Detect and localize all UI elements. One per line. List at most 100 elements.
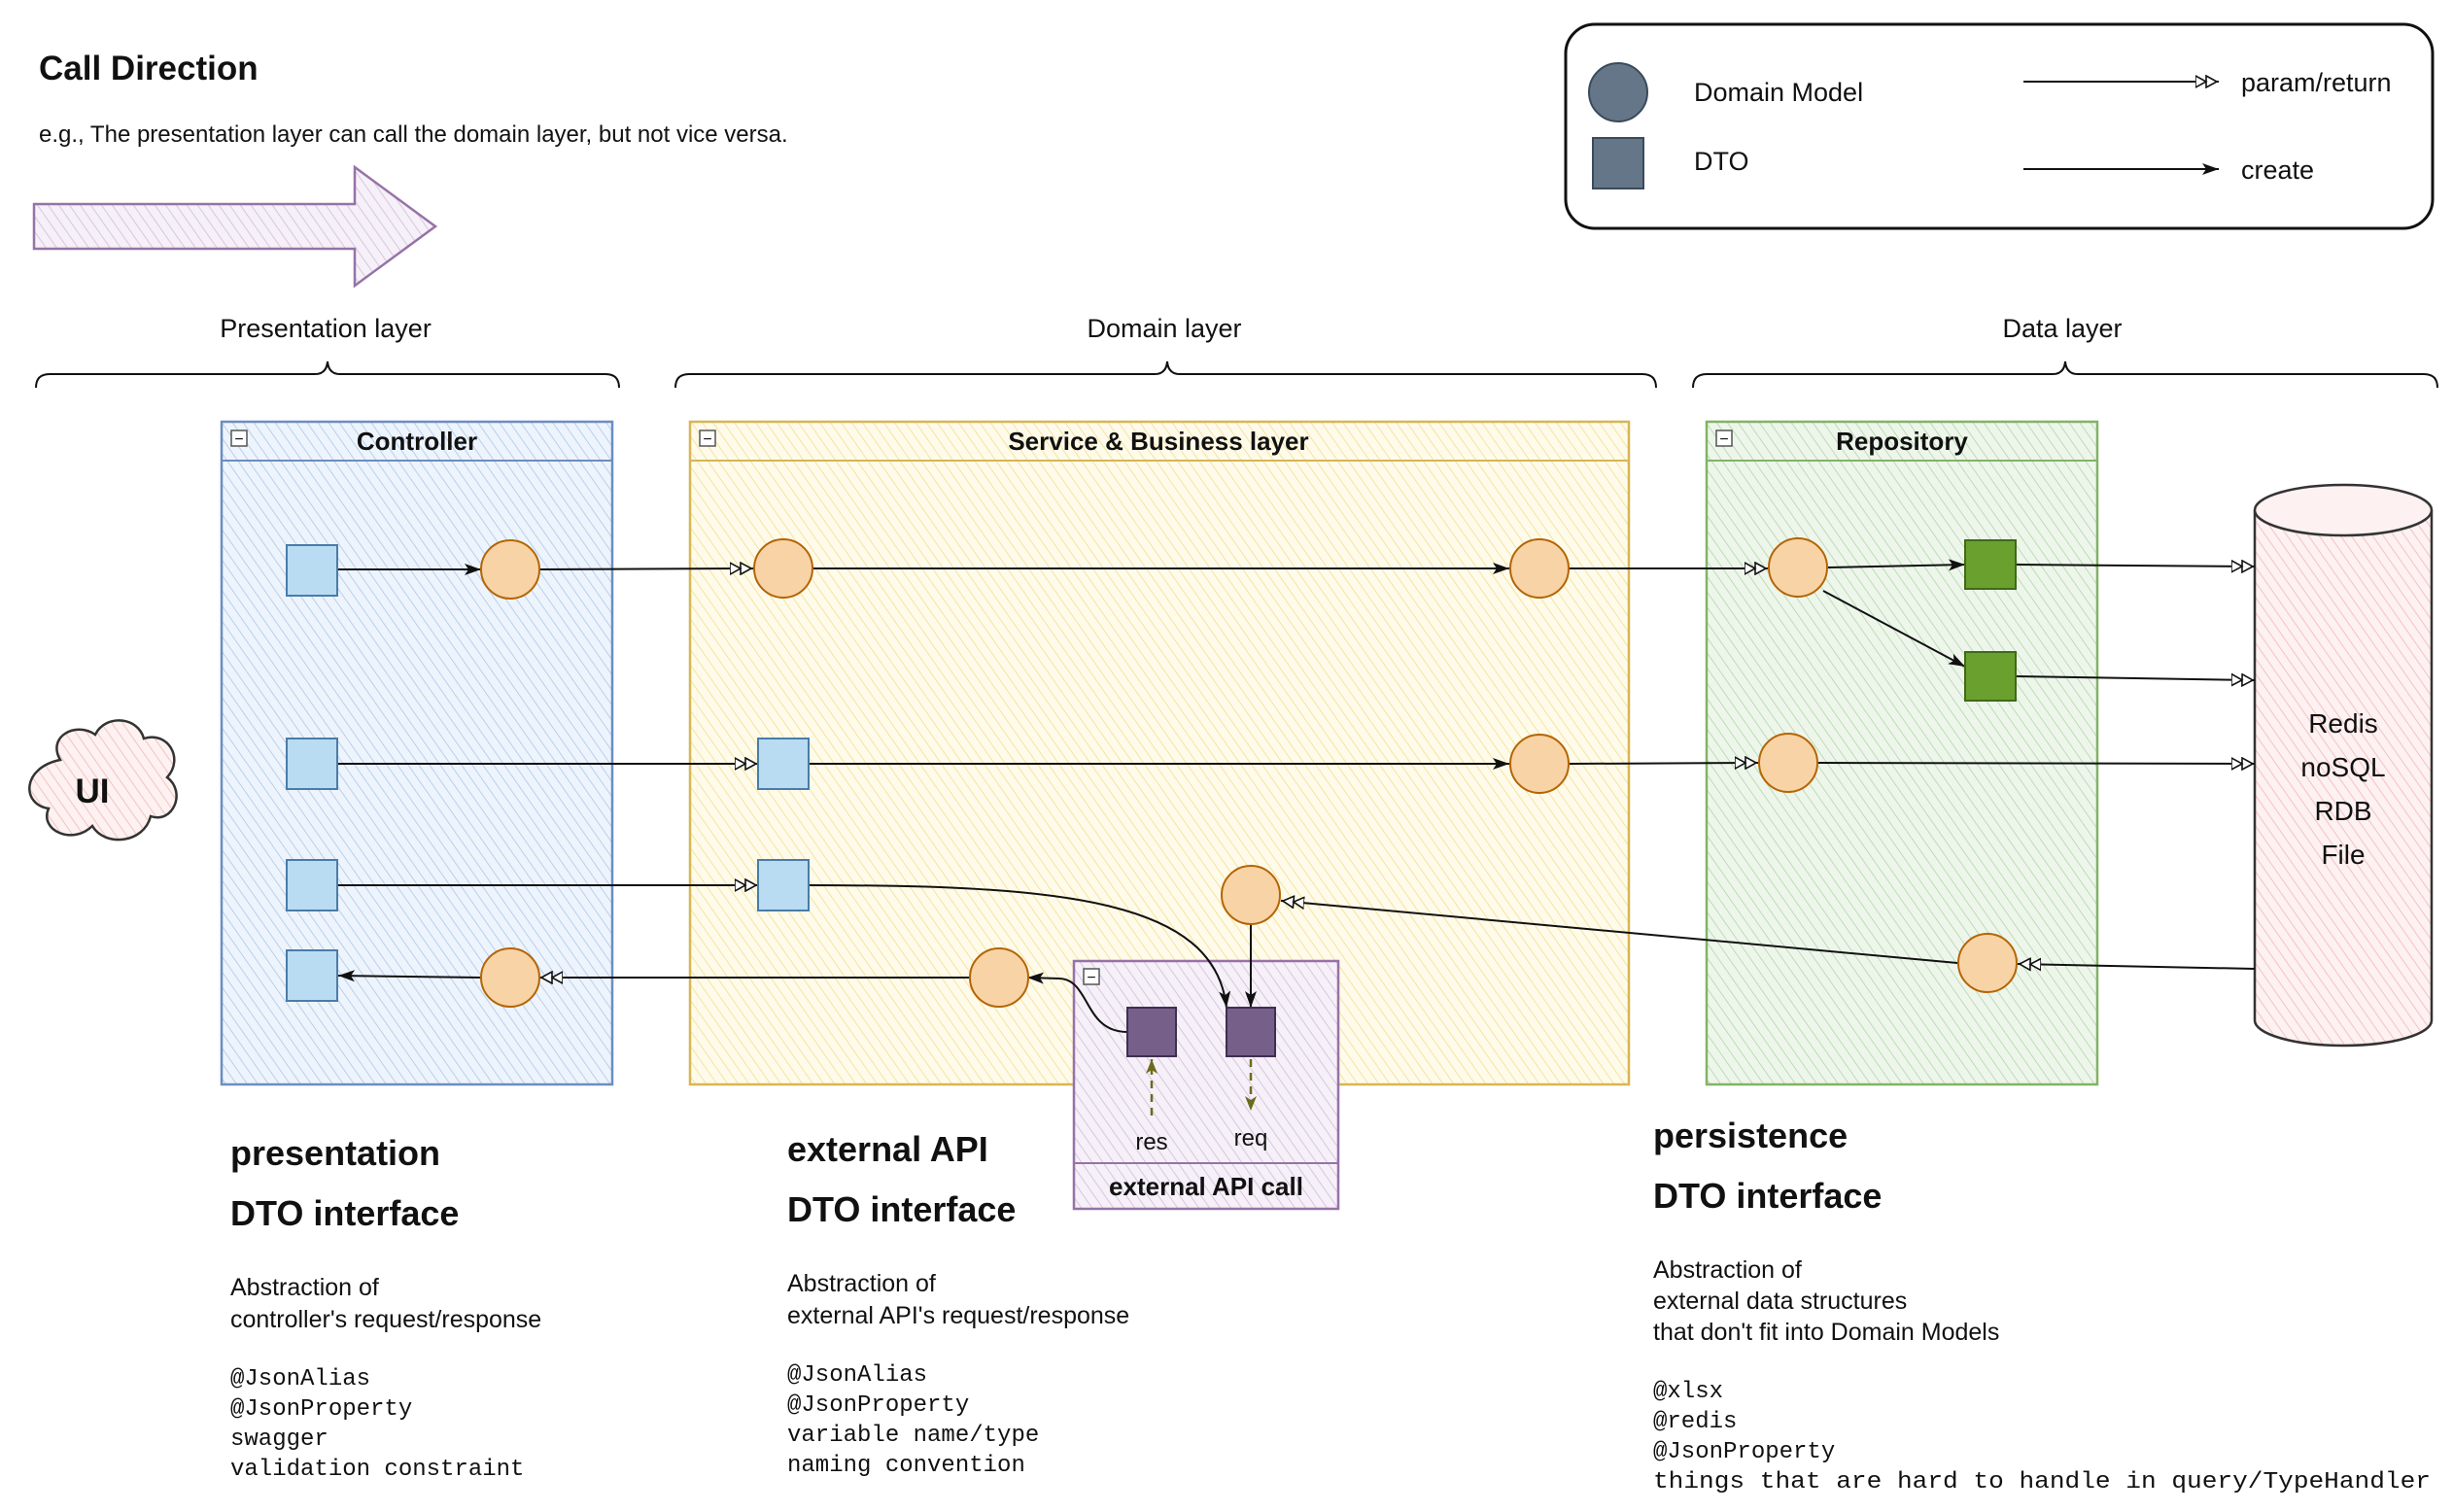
connector-g2-to-storage (2015, 676, 2256, 680)
call-direction-title: Call Direction (39, 50, 259, 87)
connector-r1-to-g2 (1822, 590, 1966, 668)
dto-legend-icon (1592, 137, 1644, 189)
storage-redis-label: Redis (2308, 708, 2378, 739)
external-api-req-dto[interactable] (1226, 1007, 1276, 1057)
persistence-note-code-3: @JsonProperty (1653, 1439, 1835, 1465)
call-direction-section: Call Direction e.g., The presentation la… (32, 50, 788, 289)
controller-request-dto-2[interactable] (286, 738, 338, 790)
service-domain-model-2[interactable] (1509, 538, 1570, 599)
controller-domain-model-1[interactable] (480, 539, 540, 600)
external-api-call-container: − external API call (1072, 959, 1340, 1211)
persistence-note-code-2: @redis (1653, 1409, 1737, 1435)
external-api-collapse-glyph: − (1087, 970, 1095, 986)
presentation-note-code-3: swagger (230, 1426, 328, 1453)
service-title: Service & Business layer (1008, 427, 1308, 456)
external-api-note-title-1: external API (787, 1129, 988, 1169)
ui-cloud: UI (28, 719, 178, 842)
repository-collapse-glyph: − (1719, 431, 1728, 448)
connector-s4-to-r2 (1569, 763, 1759, 764)
cylinder-top (2253, 483, 2434, 537)
external-api-req-label: req (1234, 1125, 1268, 1151)
legend-dto-label: DTO (1694, 147, 1749, 176)
repository-collapse-icon[interactable] (1715, 430, 1733, 447)
presentation-dto-note: presentation DTO interface Abstraction o… (230, 1133, 541, 1483)
presentation-note-code-1: @JsonAlias (230, 1366, 370, 1392)
service-dto-1[interactable] (757, 738, 810, 790)
external-api-note-code-4: naming convention (787, 1453, 1025, 1479)
external-api-res-dto[interactable] (1126, 1007, 1177, 1057)
presentation-note-desc-2: controller's request/response (230, 1306, 541, 1333)
legend-box (1564, 22, 2435, 230)
external-api-note-title-2: DTO interface (787, 1189, 1016, 1229)
storage-cylinder[interactable]: Redis noSQL RDB File (2253, 483, 2434, 1048)
connector-r2-to-storage (1817, 763, 2256, 764)
persistence-note-desc-2: external data structures (1653, 1288, 1907, 1315)
external-api-note-code-3: variable name/type (787, 1423, 1039, 1449)
repository-title: Repository (1836, 427, 1968, 456)
controller-domain-model-2[interactable] (480, 947, 540, 1008)
storage-nosql-label: noSQL (2300, 752, 2385, 782)
service-domain-model-1[interactable] (753, 538, 813, 599)
call-direction-subtitle: e.g., The presentation layer can call th… (39, 121, 788, 148)
controller-request-dto-3[interactable] (286, 859, 338, 911)
layer-headers: Presentation layer Domain layer Data lay… (35, 314, 2438, 389)
persistence-note-desc-1: Abstraction of (1653, 1256, 1802, 1284)
nodes: res req (286, 537, 2018, 1155)
storage-rdb-label: RDB (2314, 796, 2371, 826)
controller-response-dto[interactable] (286, 949, 338, 1002)
controller-collapse-glyph: − (234, 431, 243, 448)
service-domain-model-3[interactable] (1509, 734, 1570, 794)
storage-file-label: File (2321, 840, 2365, 870)
repository-domain-model-2[interactable] (1758, 733, 1818, 793)
repository-domain-model-3[interactable] (1957, 933, 2018, 993)
service-domain-model-5[interactable] (969, 947, 1029, 1008)
persistence-note-desc-3: that don't fit into Domain Models (1653, 1319, 1999, 1346)
legend-domain-model-label: Domain Model (1694, 78, 1863, 107)
legend: Domain Model DTO param/return create (1564, 22, 2435, 230)
repository-domain-model-1[interactable] (1768, 537, 1828, 598)
connector-c6-to-c5 (337, 970, 482, 982)
domain-model-legend-icon (1588, 62, 1648, 122)
domain-layer-label: Domain layer (1087, 314, 1241, 343)
connector-storage-to-r3 (2017, 964, 2256, 969)
external-api-note-code-1: @JsonAlias (787, 1362, 927, 1389)
presentation-layer-brace (35, 361, 620, 389)
presentation-layer-label: Presentation layer (220, 314, 432, 343)
presentation-note-code-4: validation constraint (230, 1457, 524, 1483)
persistence-dto-note: persistence DTO interface Abstraction of… (1653, 1116, 2431, 1495)
service-collapse-icon[interactable] (699, 430, 716, 447)
connector-r1-to-g1 (1827, 559, 1966, 571)
external-api-call-title: external API call (1109, 1172, 1303, 1201)
connector-c2-to-s1 (538, 568, 754, 569)
persistence-note-title-2: DTO interface (1653, 1176, 1882, 1216)
legend-create-label: create (2241, 155, 2314, 185)
connector-s5-to-req (808, 884, 1231, 1009)
service-dto-2[interactable] (757, 859, 810, 911)
legend-param-return-label: param/return (2241, 68, 2392, 97)
connector-r3-to-s6 (1280, 901, 1958, 964)
data-layer-label: Data layer (2002, 314, 2122, 343)
persistence-note-code-4: things that are hard to handle in query/… (1653, 1469, 2431, 1495)
controller-collapse-icon[interactable] (230, 430, 248, 447)
external-api-dto-note: external API DTO interface Abstraction o… (787, 1129, 1129, 1479)
connector-g1-to-storage (2015, 565, 2256, 567)
cylinder-icon (2253, 510, 2434, 1048)
service-collapse-glyph: − (703, 431, 711, 448)
cloud-icon (28, 719, 178, 842)
service-domain-model-4[interactable] (1221, 865, 1281, 925)
presentation-note-title-1: presentation (230, 1133, 440, 1173)
controller-request-dto-1[interactable] (286, 544, 338, 597)
repository-dto-2[interactable] (1964, 651, 2017, 702)
connector-res-to-s7 (1026, 972, 1128, 1033)
domain-layer-brace (674, 361, 1657, 389)
data-layer-brace (1692, 361, 2438, 389)
persistence-note-title-1: persistence (1653, 1116, 1848, 1155)
external-api-note-code-2: @JsonProperty (787, 1392, 969, 1419)
controller-title: Controller (357, 427, 477, 456)
persistence-note-code-1: @xlsx (1653, 1379, 1723, 1405)
external-api-note-desc-2: external API's request/response (787, 1302, 1129, 1329)
repository-dto-1[interactable] (1964, 539, 2017, 590)
controller-container: − Controller (220, 420, 614, 1086)
external-api-collapse-icon[interactable] (1083, 968, 1100, 985)
